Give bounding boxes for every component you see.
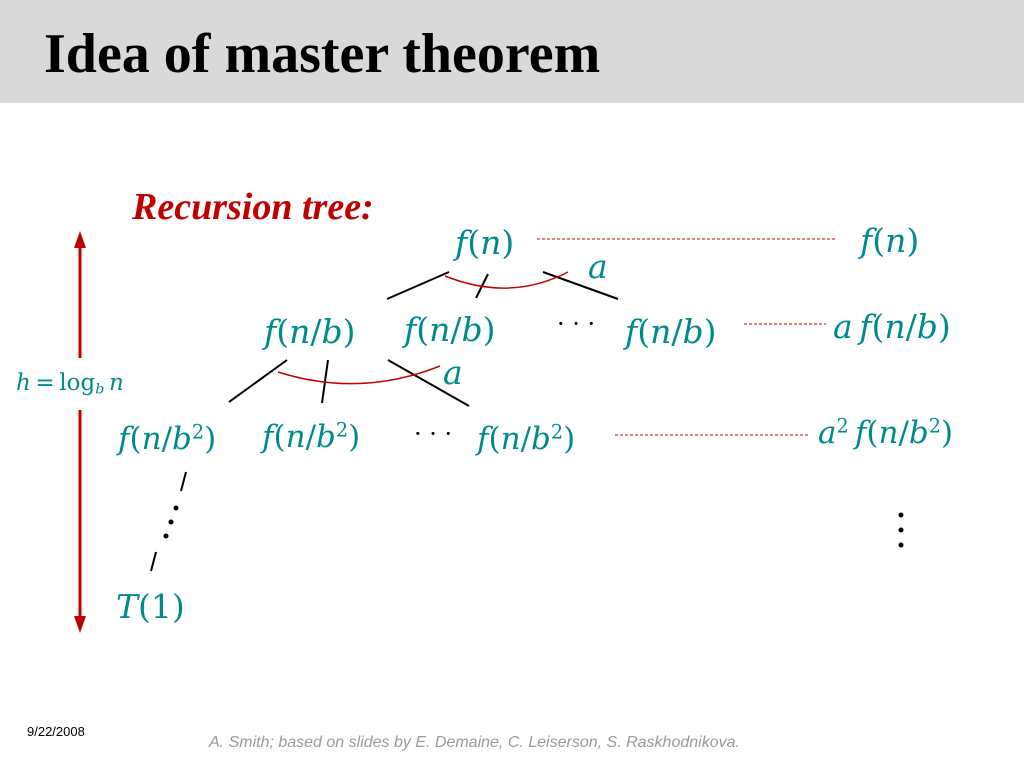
level2-node-label: f(n/b2) xyxy=(477,420,576,457)
recursion-tree-heading: Recursion tree: xyxy=(132,186,374,228)
height-label: h = logb n xyxy=(16,370,124,398)
footer-credit: A. Smith; based on slides by E. Demaine,… xyxy=(209,734,740,751)
leaf-node: T(1) xyxy=(116,590,185,623)
root-branch-arc xyxy=(444,271,569,289)
level1-node: f(n/b) xyxy=(264,315,355,348)
root-edges xyxy=(386,271,619,300)
level2-node: f(n/b2) xyxy=(477,420,576,457)
branch-factor-label-root: a xyxy=(588,250,608,283)
level0-cost: f(n) xyxy=(860,224,919,257)
level2-node-label: f(n/b2) xyxy=(118,420,217,457)
level2-node-label: f(n/b2) xyxy=(262,418,361,455)
level2-cost-label: a2 f(n/b2) xyxy=(818,414,954,451)
footer-date: 9/22/2008 xyxy=(27,724,85,739)
vertical-ellipsis-costs xyxy=(898,512,904,548)
title-band xyxy=(0,0,1024,103)
level1-node-label: f(n/b) xyxy=(264,312,356,351)
level1-node-label: f(n/b) xyxy=(404,310,496,349)
branch-factor-a: a xyxy=(588,247,608,286)
level2-node: f(n/b2) xyxy=(118,420,217,457)
level2-cost: a2 f(n/b2) xyxy=(818,414,954,451)
level1-node-label: f(n/b) xyxy=(625,312,717,351)
level1-node: f(n/b) xyxy=(625,315,716,348)
level0-cost-label: f(n) xyxy=(860,221,920,260)
leaf-path xyxy=(150,471,187,572)
root-node: f(n) xyxy=(455,226,514,259)
height-formula: h = logb n xyxy=(16,370,124,398)
height-double-arrow xyxy=(74,231,86,633)
branch-factor-a: a xyxy=(443,353,463,392)
branch-factor-label-level1: a xyxy=(443,356,463,389)
level-cost-guides xyxy=(537,238,836,436)
leaf-node-label: T(1) xyxy=(116,587,185,626)
level1-node: f(n/b) xyxy=(404,313,495,346)
vertical-ellipsis-tree xyxy=(163,505,179,539)
level1-cost-label: a f(n/b) xyxy=(833,307,951,346)
slide-title: Idea of master theorem xyxy=(44,23,601,85)
root-node-label: f(n) xyxy=(455,223,515,262)
level2-node: f(n/b2) xyxy=(262,418,361,455)
horizontal-ellipsis: · · · xyxy=(557,310,596,338)
level1-branch-arc xyxy=(277,365,441,385)
level1-cost: a f(n/b) xyxy=(833,310,951,343)
horizontal-ellipsis: · · · xyxy=(414,420,453,448)
